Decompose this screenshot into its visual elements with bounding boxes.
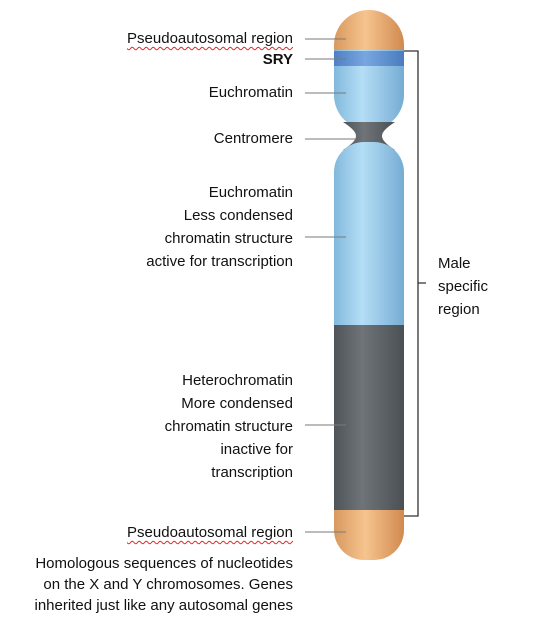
euchromatin-line: Less condensed: [183, 207, 293, 224]
label-centromere: Centromere: [213, 130, 293, 147]
euchromatin-line: active for transcription: [146, 253, 293, 270]
heterochromatin-line: Heterochromatin: [182, 372, 293, 389]
label-euchromatin-block: Euchromatin Less condensed chromatin str…: [146, 181, 293, 273]
heterochromatin-line: More condensed: [181, 395, 293, 412]
label-sry: SRY: [262, 51, 293, 68]
homologous-line: Homologous sequences of nucleotides: [35, 555, 293, 572]
sry-band: [334, 51, 404, 66]
heterochromatin-line: inactive for: [220, 441, 293, 458]
homologous-line: inherited just like any autosomal genes: [34, 597, 294, 614]
pseudoautosomal-region-top: [334, 10, 404, 50]
homologous-line: on the X and Y chromosomes. Genes: [43, 576, 293, 593]
heterochromatin-line: transcription: [211, 464, 293, 481]
label-euchromatin-top: Euchromatin: [208, 84, 293, 101]
euchromatin-line: chromatin structure: [164, 230, 293, 247]
heterochromatin: [334, 325, 404, 510]
label-pseudoautosomal-bottom: Pseudoautosomal region: [127, 524, 293, 541]
euchromatin-long-arm: [334, 142, 404, 325]
centromere: [343, 122, 395, 150]
bracket-label-line: region: [438, 301, 480, 318]
label-pseudoautosomal-top: Pseudoautosomal region: [127, 30, 293, 47]
male-specific-bracket: [404, 50, 426, 517]
leader-lines: [305, 38, 356, 533]
heterochromatin-line: chromatin structure: [164, 418, 293, 435]
pseudoautosomal-region-bottom: [334, 510, 404, 560]
label-heterochromatin-block: Heterochromatin More condensed chromatin…: [165, 369, 293, 484]
bracket-label-line: specific: [438, 278, 489, 295]
homologous-note: Homologous sequences of nucleotides on t…: [35, 553, 294, 616]
euchromatin-line: Euchromatin: [208, 184, 293, 201]
male-specific-region-label: Male specific region: [438, 252, 488, 321]
bracket-label-line: Male: [438, 255, 471, 272]
